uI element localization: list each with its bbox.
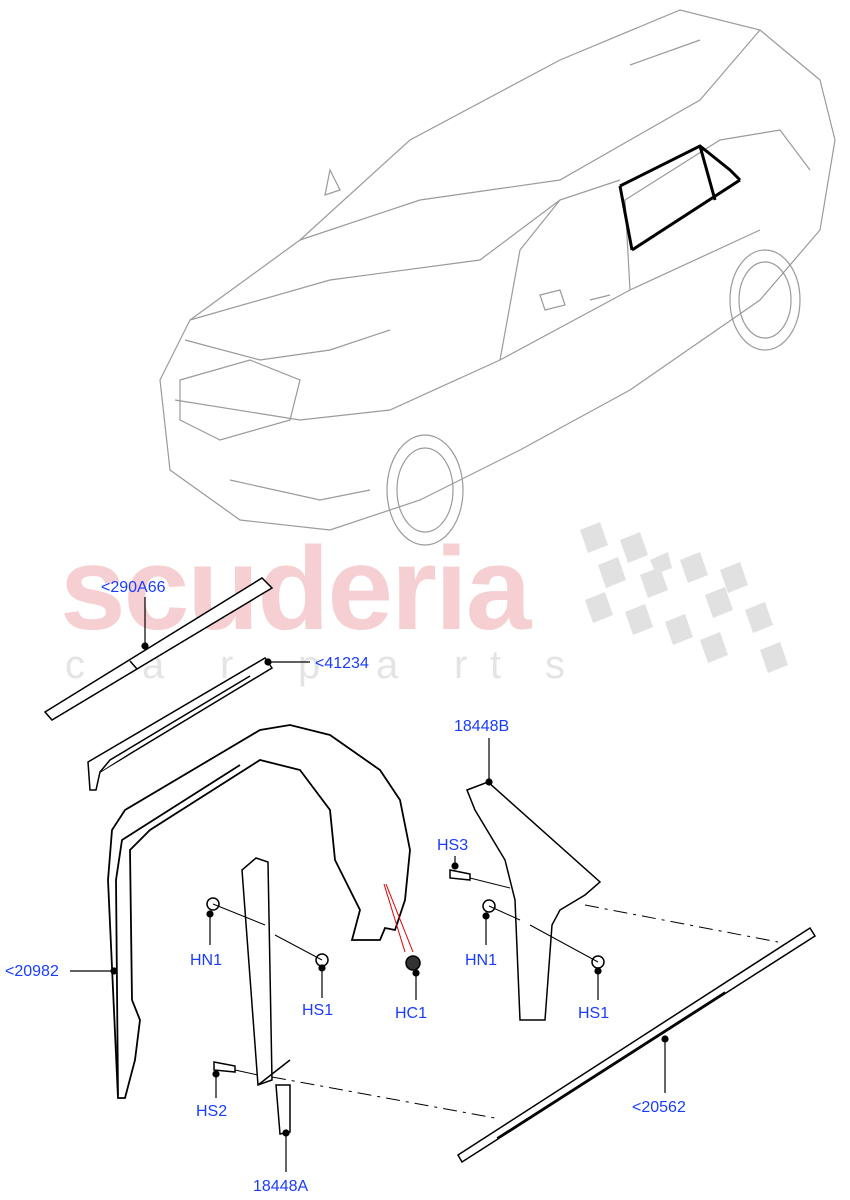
watermark-letter: p: [298, 643, 321, 687]
callout-20562[interactable]: <20562: [632, 1099, 686, 1116]
part-18448B: [466, 781, 602, 1021]
watermark-letter: a: [376, 643, 399, 687]
callout-HS2[interactable]: HS2: [196, 1103, 228, 1120]
fasteners: [206, 869, 605, 1073]
callout-HN1-left[interactable]: HN1: [190, 952, 223, 969]
leader-lines: [70, 597, 669, 1172]
watermark-letter: r: [454, 643, 468, 687]
hs2-screw: [213, 1061, 236, 1073]
highlighted-door-frame: [618, 144, 742, 252]
hc1-leader-lines: [383, 883, 414, 953]
part-41234: [87, 657, 274, 791]
watermark-letter: s: [545, 643, 565, 687]
vehicle-outline: [159, 9, 836, 546]
callout-HS1-right[interactable]: HS1: [578, 1005, 610, 1022]
callout-290A66[interactable]: <290A66: [101, 579, 166, 596]
watermark-brand: scuderia: [60, 523, 531, 655]
dashed-alignment-lines: [271, 904, 779, 1119]
callout-18448B[interactable]: 18448B: [454, 718, 510, 735]
callout-20982[interactable]: <20982: [5, 963, 59, 980]
watermark-letter: r: [220, 643, 234, 687]
hs3-screw: [449, 869, 471, 881]
part-18448A: [241, 857, 291, 1135]
watermark-letter: c: [65, 643, 85, 687]
callout-18448A[interactable]: 18448A: [253, 1178, 309, 1195]
part-20562: [456, 926, 817, 1164]
callout-HC1[interactable]: HC1: [395, 1005, 428, 1022]
callout-HS3[interactable]: HS3: [437, 837, 469, 854]
callout-41234[interactable]: <41234: [315, 655, 369, 672]
connection-lines: [212, 877, 599, 1076]
callout-HN1-right[interactable]: HN1: [465, 952, 498, 969]
callout-HS1-left[interactable]: HS1: [302, 1002, 334, 1019]
checker-flag-watermark: [580, 522, 788, 673]
part-20982: [107, 724, 411, 1099]
part-290A66: [43, 577, 274, 721]
hc1-clip: [405, 955, 421, 971]
watermark-letter: t: [490, 643, 502, 687]
